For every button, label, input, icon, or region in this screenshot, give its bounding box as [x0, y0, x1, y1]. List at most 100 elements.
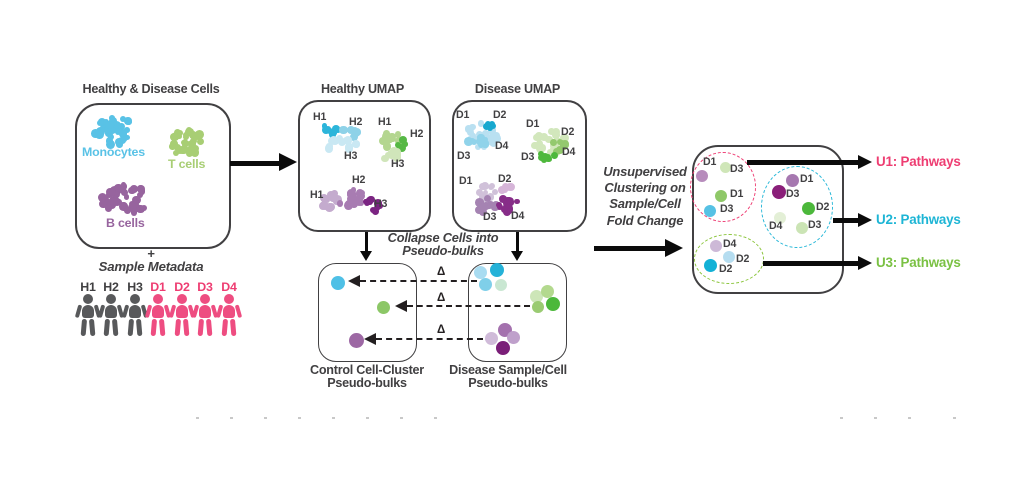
disease-dot [485, 332, 498, 345]
disease-umap-title: Disease UMAP [474, 82, 561, 96]
du-label: D2 [561, 126, 575, 138]
sample-label-d1: D1 [150, 280, 166, 294]
du-label: D1 [456, 109, 470, 121]
arrow-down-healthy [365, 232, 368, 252]
disease-dot [490, 263, 504, 277]
du-label: D4 [495, 140, 509, 152]
u1-dot [715, 190, 727, 202]
sample-label-d2: D2 [174, 280, 190, 294]
du-monocyte-mid-blob [464, 133, 491, 150]
u3-dot [710, 240, 722, 252]
monocytes-label: Monocytes [82, 145, 145, 159]
u1-dot [720, 162, 731, 173]
du-label: D3 [457, 150, 471, 162]
hu-monocyte-h1-blob [320, 121, 342, 139]
u1-dot [696, 170, 708, 182]
hu-bcell-h3-blob [360, 195, 384, 216]
clustering-caption-line1: Unsupervised [603, 164, 687, 179]
du-label: D3 [483, 211, 497, 223]
t-cells-label: T cells [168, 157, 206, 171]
hu-label: H2 [352, 174, 366, 186]
hu-bcell-h2-blob [336, 186, 366, 212]
sample-label-h3: H3 [127, 280, 143, 294]
du-label: D1 [459, 175, 473, 187]
clustering-caption-line2: Clustering on [604, 180, 686, 196]
u2-dot-label: D3 [808, 219, 822, 231]
arrow-u3 [763, 261, 858, 266]
hu-bcell-h1-blob [317, 190, 343, 212]
u3-dot-label: D2 [719, 263, 733, 275]
u1-dot-label: D1 [730, 188, 744, 200]
sample-label-h1: H1 [80, 280, 96, 294]
control-monocyte-dot [331, 276, 345, 290]
disease-dot [530, 290, 543, 303]
collapse-caption: Collapse Cells into Pseudo-bulks [381, 231, 505, 258]
du-label: D2 [493, 109, 507, 121]
u2-pathways-label: U2: Pathways [876, 212, 961, 227]
du-tcell-vivid-blob [537, 148, 559, 163]
u1-dot [704, 205, 716, 217]
delta-arrow-3-head [364, 333, 376, 345]
cluster-circle-u3 [694, 234, 764, 284]
u2-dot [802, 202, 815, 215]
du-monocyte-vivid-blob [481, 118, 496, 133]
person-icon-h2 [97, 294, 125, 336]
arrow-to-clustering-head [665, 239, 683, 257]
control-bcell-dot [349, 333, 364, 348]
disease-dot [479, 278, 492, 291]
du-label: D4 [511, 210, 525, 222]
hu-label: H2 [410, 128, 424, 140]
disease-dot [474, 266, 487, 279]
arrow-down-healthy-head [360, 251, 372, 261]
monocytes-cluster-blob [91, 112, 134, 149]
hu-label: H1 [378, 116, 392, 128]
t-cells-cluster-blob [167, 125, 205, 158]
hu-label: H1 [313, 111, 327, 123]
u2-dot-label: D4 [769, 220, 783, 232]
hu-label: H1 [310, 189, 324, 201]
u1-dot-label: D1 [703, 156, 717, 168]
u3-dot [704, 259, 717, 272]
disease-dot [532, 301, 544, 313]
du-bcell-pink-blob [497, 180, 515, 194]
clustering-caption-line3: Sample/Cell [609, 196, 681, 212]
arrow-u1 [747, 160, 858, 165]
delta-symbol-3: Δ [437, 324, 446, 336]
hu-monocyte-h3-blob [320, 134, 360, 153]
disease-dot [495, 279, 507, 291]
control-tcell-dot [377, 301, 390, 314]
b-cells-label: B cells [106, 216, 145, 230]
person-icon-d1 [144, 294, 172, 336]
clustering-caption-line4: Fold Change [606, 212, 684, 228]
healthy-umap-box [298, 100, 431, 232]
sample-label-d3: D3 [197, 280, 213, 294]
delta-arrow-1 [360, 280, 477, 282]
arrow-down-disease-head [511, 251, 523, 261]
person-icon-h3 [121, 294, 149, 336]
u3-dot-label: D4 [723, 238, 737, 250]
clipped-text-remnant [196, 417, 466, 419]
hu-monocyte-h2-blob [338, 125, 361, 142]
arrow-u3-head [858, 256, 872, 270]
control-pseudobulks-label: Control Cell-Cluster Pseudo-bulks [306, 364, 428, 390]
u2-dot [774, 212, 786, 224]
disease-dot [496, 341, 510, 355]
delta-arrow-2-head [395, 300, 407, 312]
clipped-text-remnant [840, 417, 915, 419]
u2-dot-label: D1 [800, 173, 814, 185]
clustering-caption: Unsupervised Clustering on Sample/Cell F… [589, 164, 701, 229]
panel-cells-title: Healthy & Disease Cells [82, 82, 220, 96]
arrow-cells-to-umap [230, 160, 282, 166]
u3-pathways-label: U3: Pathways [876, 255, 961, 270]
hu-label: H2 [349, 116, 363, 128]
du-label: D1 [526, 118, 540, 130]
arrow-u2 [833, 218, 858, 223]
disease-dot [507, 331, 520, 344]
delta-arrow-3 [376, 338, 483, 340]
du-label: D4 [562, 146, 576, 158]
sample-label-h2: H2 [103, 280, 119, 294]
du-label: D3 [521, 151, 535, 163]
u2-dot-label: D3 [786, 188, 800, 200]
disease-umap-box [452, 100, 587, 232]
